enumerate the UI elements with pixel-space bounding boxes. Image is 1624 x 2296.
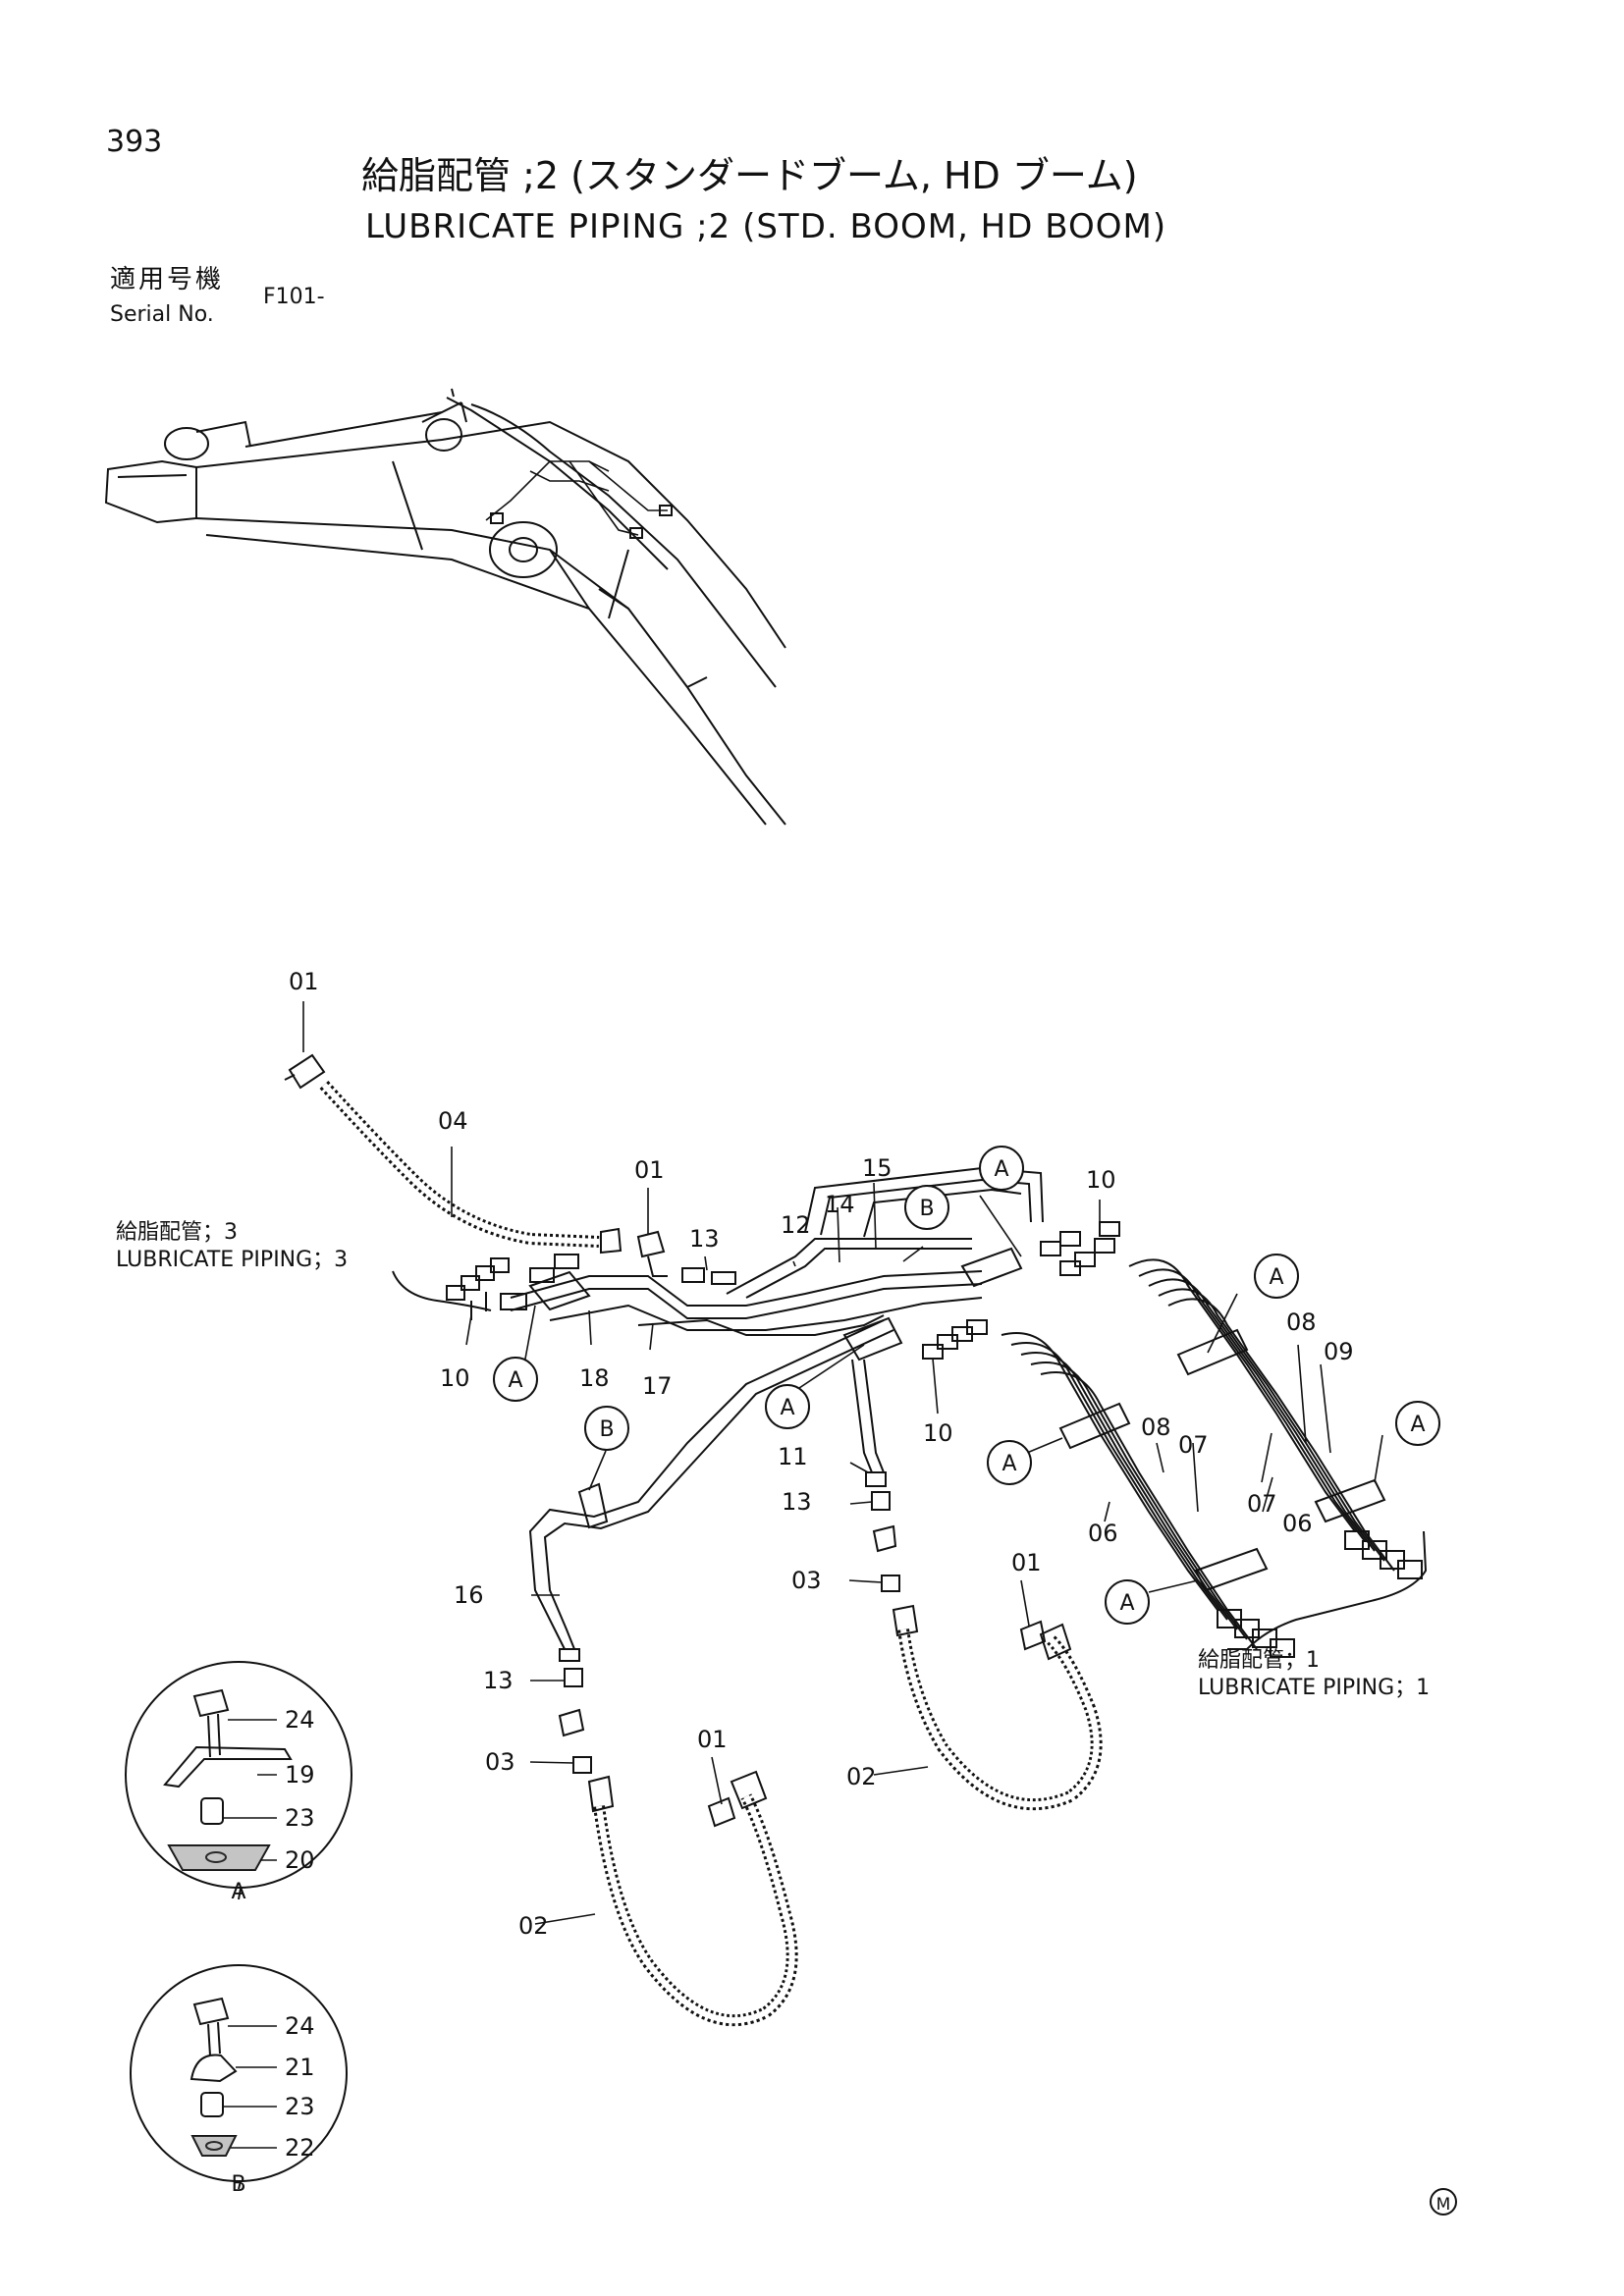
callouts: A B A A A B A A A <box>493 1146 1440 1625</box>
svg-text:B: B <box>919 1197 934 1221</box>
part-label: 07 <box>1247 1490 1277 1518</box>
inset-a-label: A <box>231 1880 245 1904</box>
part-label: 03 <box>791 1567 822 1594</box>
callout-b-1: B <box>904 1185 949 1230</box>
page-number: 393 <box>106 125 163 159</box>
part-labels: 01 04 01 13 12 14 15 10 10 18 17 10 11 1… <box>289 968 1354 1940</box>
callout-a-2: A <box>1254 1254 1299 1299</box>
serial-value: F101- <box>263 285 325 309</box>
ref-piping1-jp: 給脂配管；1 <box>1198 1648 1320 1673</box>
part-label: 24 <box>285 1706 315 1734</box>
part-label: 15 <box>862 1154 893 1182</box>
callout-a-5: A <box>1395 1401 1440 1446</box>
inset-b-label: B <box>231 2172 245 2197</box>
m-mark: M <box>1430 2188 1457 2216</box>
part-label: 03 <box>485 1748 515 1776</box>
svg-text:A: A <box>1410 1413 1425 1437</box>
part-label: 02 <box>846 1763 877 1790</box>
part-label: 23 <box>285 1804 315 1832</box>
part-label: 20 <box>285 1846 315 1874</box>
callout-a-1: A <box>979 1146 1024 1191</box>
leader-lines <box>302 1001 1383 1925</box>
part-label: 16 <box>454 1581 484 1609</box>
reference-texts: 給脂配管；3 LUBRICATE PIPING；3 給脂配管；1 LUBRICA… <box>116 1220 1430 1700</box>
boom-overview <box>104 388 786 826</box>
part-label: 10 <box>1086 1166 1116 1194</box>
ref-piping3-en: LUBRICATE PIPING；3 <box>116 1248 348 1272</box>
page-title-japanese: 給脂配管 ;2 (スタンダードブーム, HD ブーム) <box>361 154 1138 197</box>
ref-piping1-en: LUBRICATE PIPING；1 <box>1198 1676 1430 1700</box>
svg-text:B: B <box>599 1417 614 1442</box>
part-label: 19 <box>285 1761 315 1789</box>
part-label: 06 <box>1282 1510 1313 1537</box>
part-label: 11 <box>778 1443 808 1470</box>
part-label: 10 <box>923 1419 953 1447</box>
part-label: 13 <box>782 1488 812 1516</box>
part-label: 01 <box>634 1156 665 1184</box>
serial-label-japanese: 適用号機 <box>110 265 225 294</box>
part-label: 08 <box>1286 1308 1317 1336</box>
page-title-english: LUBRICATE PIPING ;2 (STD. BOOM, HD BOOM) <box>365 207 1167 246</box>
part-label: 01 <box>289 968 319 995</box>
part-label: 17 <box>642 1372 673 1400</box>
callout-a-4: A <box>765 1384 810 1429</box>
part-label: 12 <box>781 1211 811 1239</box>
svg-text:A: A <box>1269 1265 1283 1290</box>
svg-text:A: A <box>994 1157 1008 1182</box>
callout-a-6: A <box>987 1440 1032 1485</box>
part-label: 23 <box>285 2093 315 2120</box>
part-label: 01 <box>1011 1549 1042 1576</box>
part-label: 24 <box>285 2012 315 2040</box>
svg-text:A: A <box>1119 1591 1134 1616</box>
part-label: 07 <box>1178 1431 1209 1459</box>
part-label: 01 <box>697 1726 728 1753</box>
svg-text:A: A <box>1001 1452 1016 1476</box>
callout-a-7: A <box>1105 1579 1150 1625</box>
part-label: 13 <box>483 1667 514 1694</box>
part-label: 06 <box>1088 1520 1118 1547</box>
part-label: 13 <box>689 1225 720 1253</box>
ref-piping3-jp: 給脂配管；3 <box>116 1220 238 1245</box>
svg-text:A: A <box>780 1396 794 1420</box>
callout-b-2: B <box>584 1406 629 1451</box>
inset-a: 24 19 23 20 A <box>125 1661 352 1904</box>
part-label: 09 <box>1324 1338 1354 1365</box>
part-label: 22 <box>285 2134 315 2162</box>
callout-a-3: A <box>493 1357 538 1402</box>
part-label: 18 <box>579 1364 610 1392</box>
part-label: 04 <box>438 1107 468 1135</box>
svg-text:A: A <box>508 1368 522 1393</box>
main-piping <box>284 1053 1428 2027</box>
part-label: 14 <box>825 1191 855 1218</box>
part-label: 02 <box>518 1912 549 1940</box>
part-label: 10 <box>440 1364 470 1392</box>
svg-text:M: M <box>1436 2195 1451 2215</box>
part-label: 21 <box>285 2054 315 2081</box>
inset-b: 24 21 23 22 B <box>130 1964 348 2197</box>
serial-label-english: Serial No. <box>110 302 214 327</box>
part-label: 08 <box>1141 1414 1171 1441</box>
